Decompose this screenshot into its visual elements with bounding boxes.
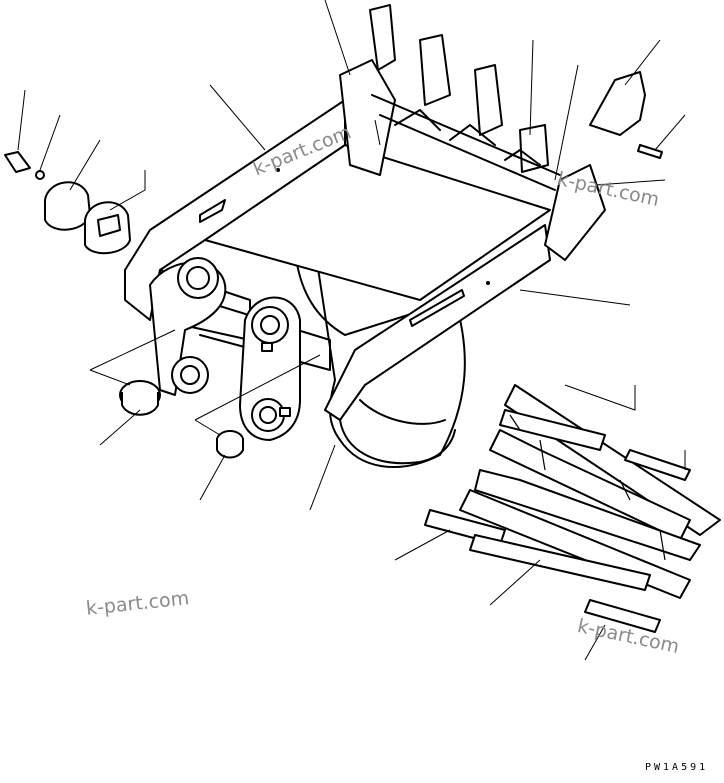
bucket-body: [124, 99, 551, 468]
bolt-and-flanges: [4, 151, 131, 255]
spare-tooth: [589, 71, 663, 159]
leader-lines: [17, 0, 686, 661]
bushings: [119, 380, 244, 459]
wear-plates: [424, 384, 721, 633]
figure-code: PW1A591: [645, 762, 709, 773]
bucket-teeth: [339, 4, 606, 261]
